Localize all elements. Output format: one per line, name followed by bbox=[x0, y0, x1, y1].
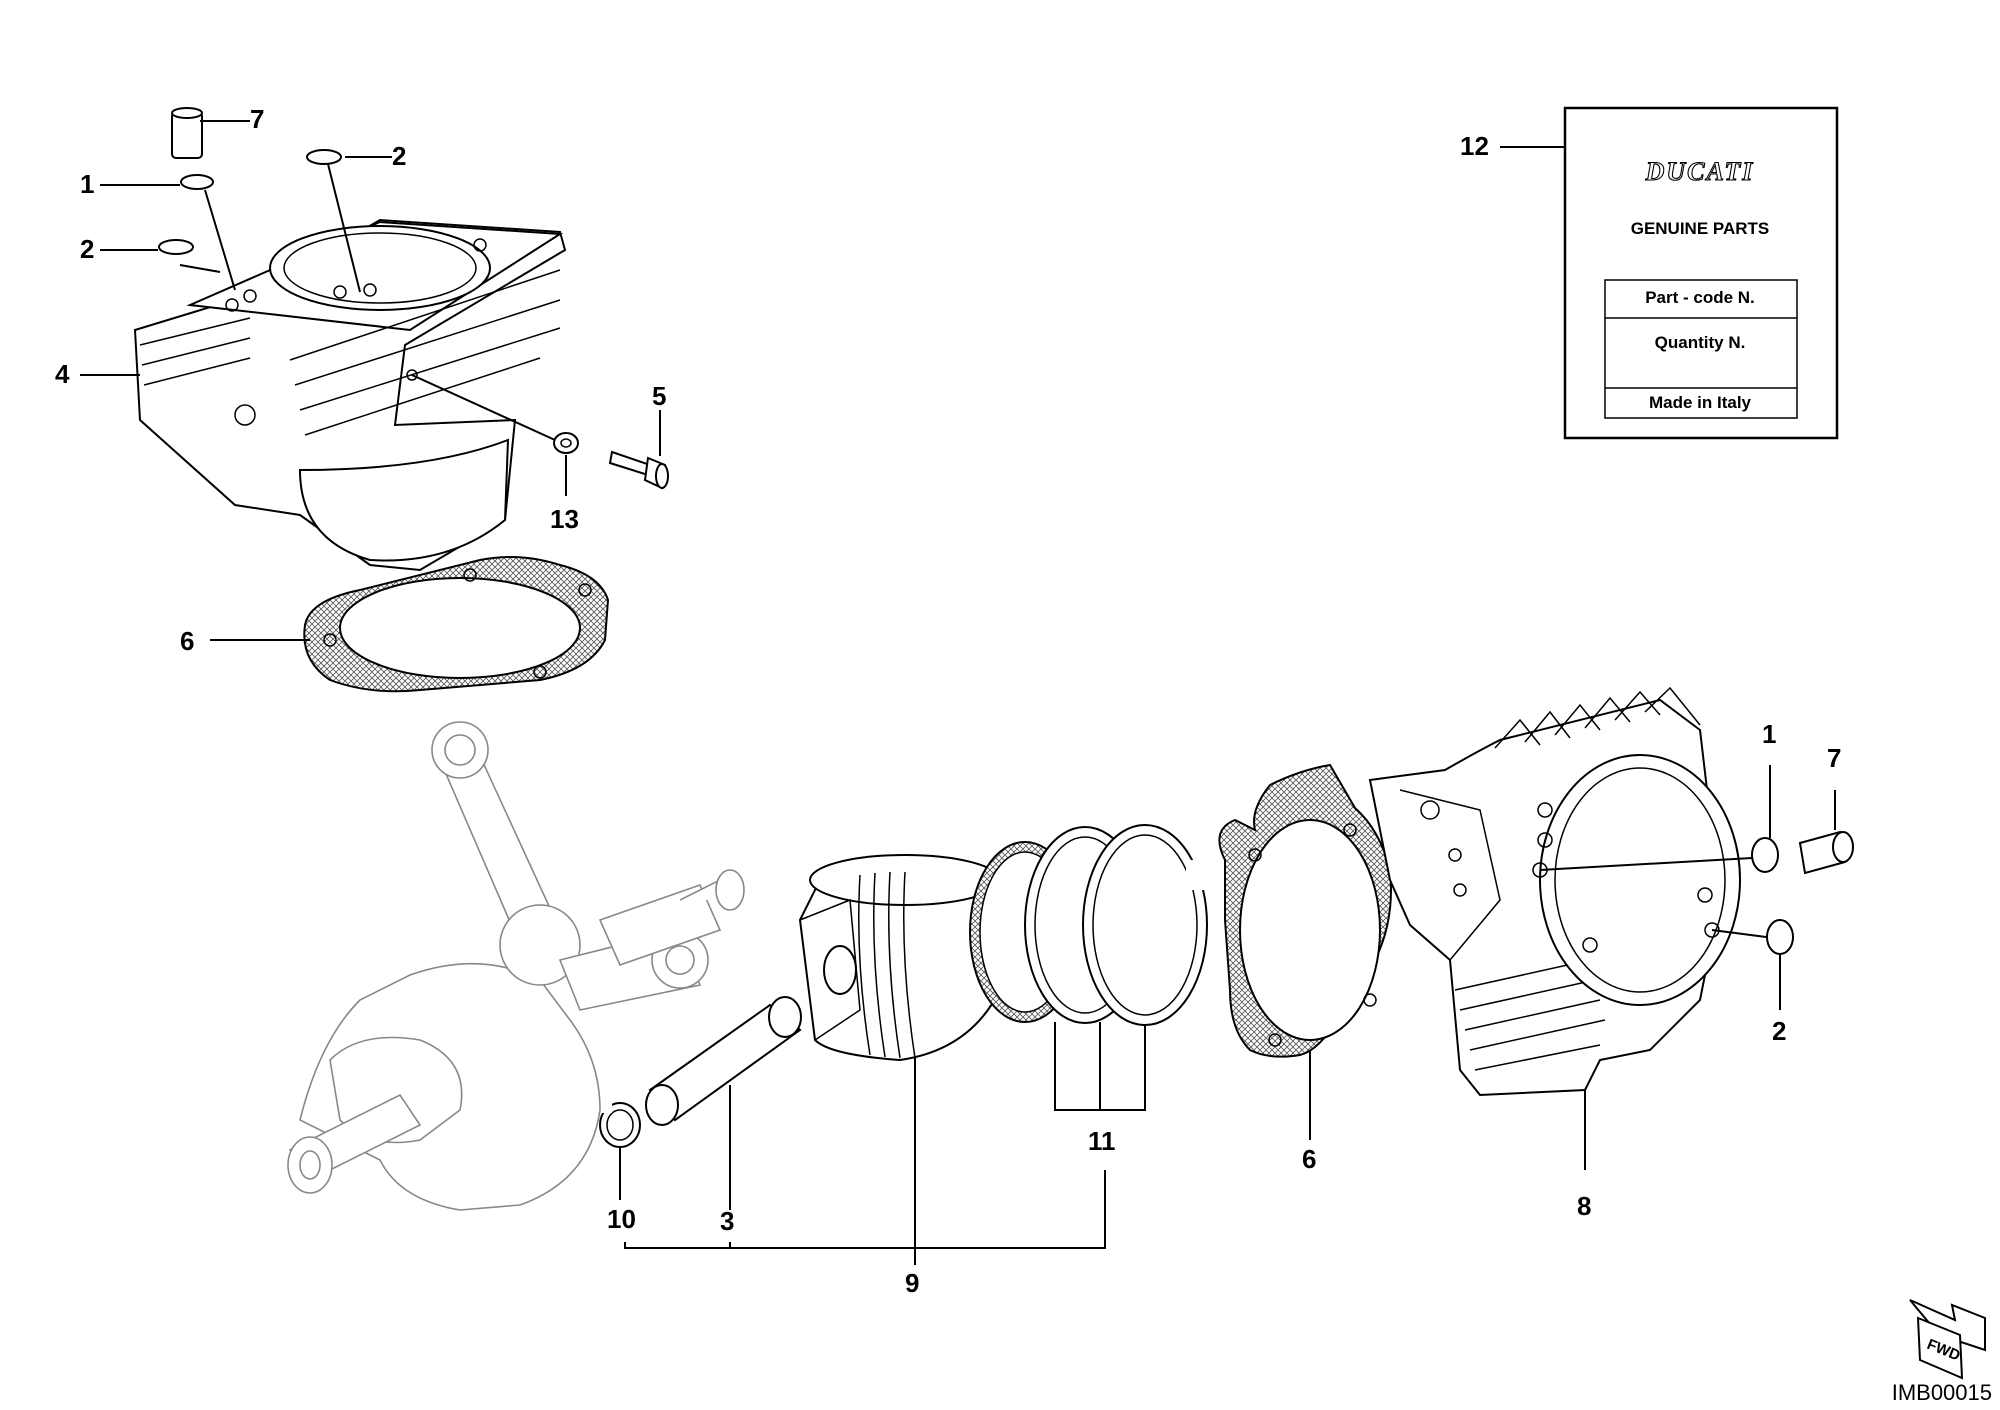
callout-2-lower: 2 bbox=[1772, 1016, 1786, 1046]
cylinder-lower bbox=[1368, 686, 1741, 1097]
gudgeon-pin-3 bbox=[645, 996, 802, 1126]
o-ring-2-upper-right bbox=[306, 149, 342, 165]
crankshaft-ghost bbox=[287, 721, 745, 1211]
label-row-quantity: Quantity N. bbox=[1655, 333, 1746, 352]
callout-12: 12 bbox=[1460, 131, 1489, 161]
callout-2-upper-right: 2 bbox=[392, 141, 406, 171]
circlip-10 bbox=[599, 1102, 641, 1148]
o-ring-1-lower bbox=[1751, 837, 1779, 873]
piston-assembly bbox=[599, 824, 1208, 1148]
callout-1-upper: 1 bbox=[80, 169, 94, 199]
callout-4: 4 bbox=[55, 359, 70, 389]
bolt-5 bbox=[608, 450, 669, 490]
base-gasket-upper bbox=[303, 555, 610, 693]
o-ring-2-upper-left bbox=[158, 239, 194, 255]
callout-7-upper: 7 bbox=[250, 104, 264, 134]
label-heading: GENUINE PARTS bbox=[1631, 219, 1770, 238]
callout-11: 11 bbox=[1088, 1126, 1116, 1156]
o-ring-2-lower bbox=[1766, 919, 1794, 955]
callout-6-upper: 6 bbox=[180, 626, 194, 656]
ducati-logo: DUCATI bbox=[1645, 157, 1755, 186]
dowel-sleeve-lower bbox=[1798, 830, 1854, 875]
callout-13: 13 bbox=[550, 504, 579, 534]
label-row-part-code: Part - code N. bbox=[1645, 288, 1755, 307]
piston-rings-11 bbox=[969, 824, 1208, 1026]
sealing-washer-13 bbox=[553, 432, 579, 454]
genuine-parts-label: DUCATI GENUINE PARTS Part - code N. Quan… bbox=[1500, 106, 1839, 440]
callout-3: 3 bbox=[720, 1206, 734, 1236]
o-ring-1-upper bbox=[180, 174, 214, 190]
callout-8: 8 bbox=[1577, 1191, 1591, 1221]
base-gasket-lower bbox=[1218, 763, 1392, 1058]
callout-7-lower: 7 bbox=[1827, 743, 1841, 773]
callout-2-upper-left: 2 bbox=[80, 234, 94, 264]
label-row-origin: Made in Italy bbox=[1649, 393, 1752, 412]
callout-1-lower: 1 bbox=[1762, 719, 1776, 749]
drawing-code: IMB00015 bbox=[1892, 1380, 1992, 1405]
callout-10: 10 bbox=[607, 1204, 636, 1234]
lower-cylinder-group bbox=[1218, 686, 1854, 1170]
callout-6-lower: 6 bbox=[1302, 1144, 1316, 1174]
callout-9: 9 bbox=[905, 1268, 919, 1298]
upper-cylinder-group bbox=[80, 107, 669, 693]
cylinder-upper bbox=[133, 218, 567, 572]
callout-5: 5 bbox=[652, 381, 666, 411]
forward-arrow-mark: FWD bbox=[1909, 1299, 1986, 1380]
dowel-sleeve-upper bbox=[171, 107, 203, 159]
piston-9 bbox=[798, 854, 1002, 1062]
